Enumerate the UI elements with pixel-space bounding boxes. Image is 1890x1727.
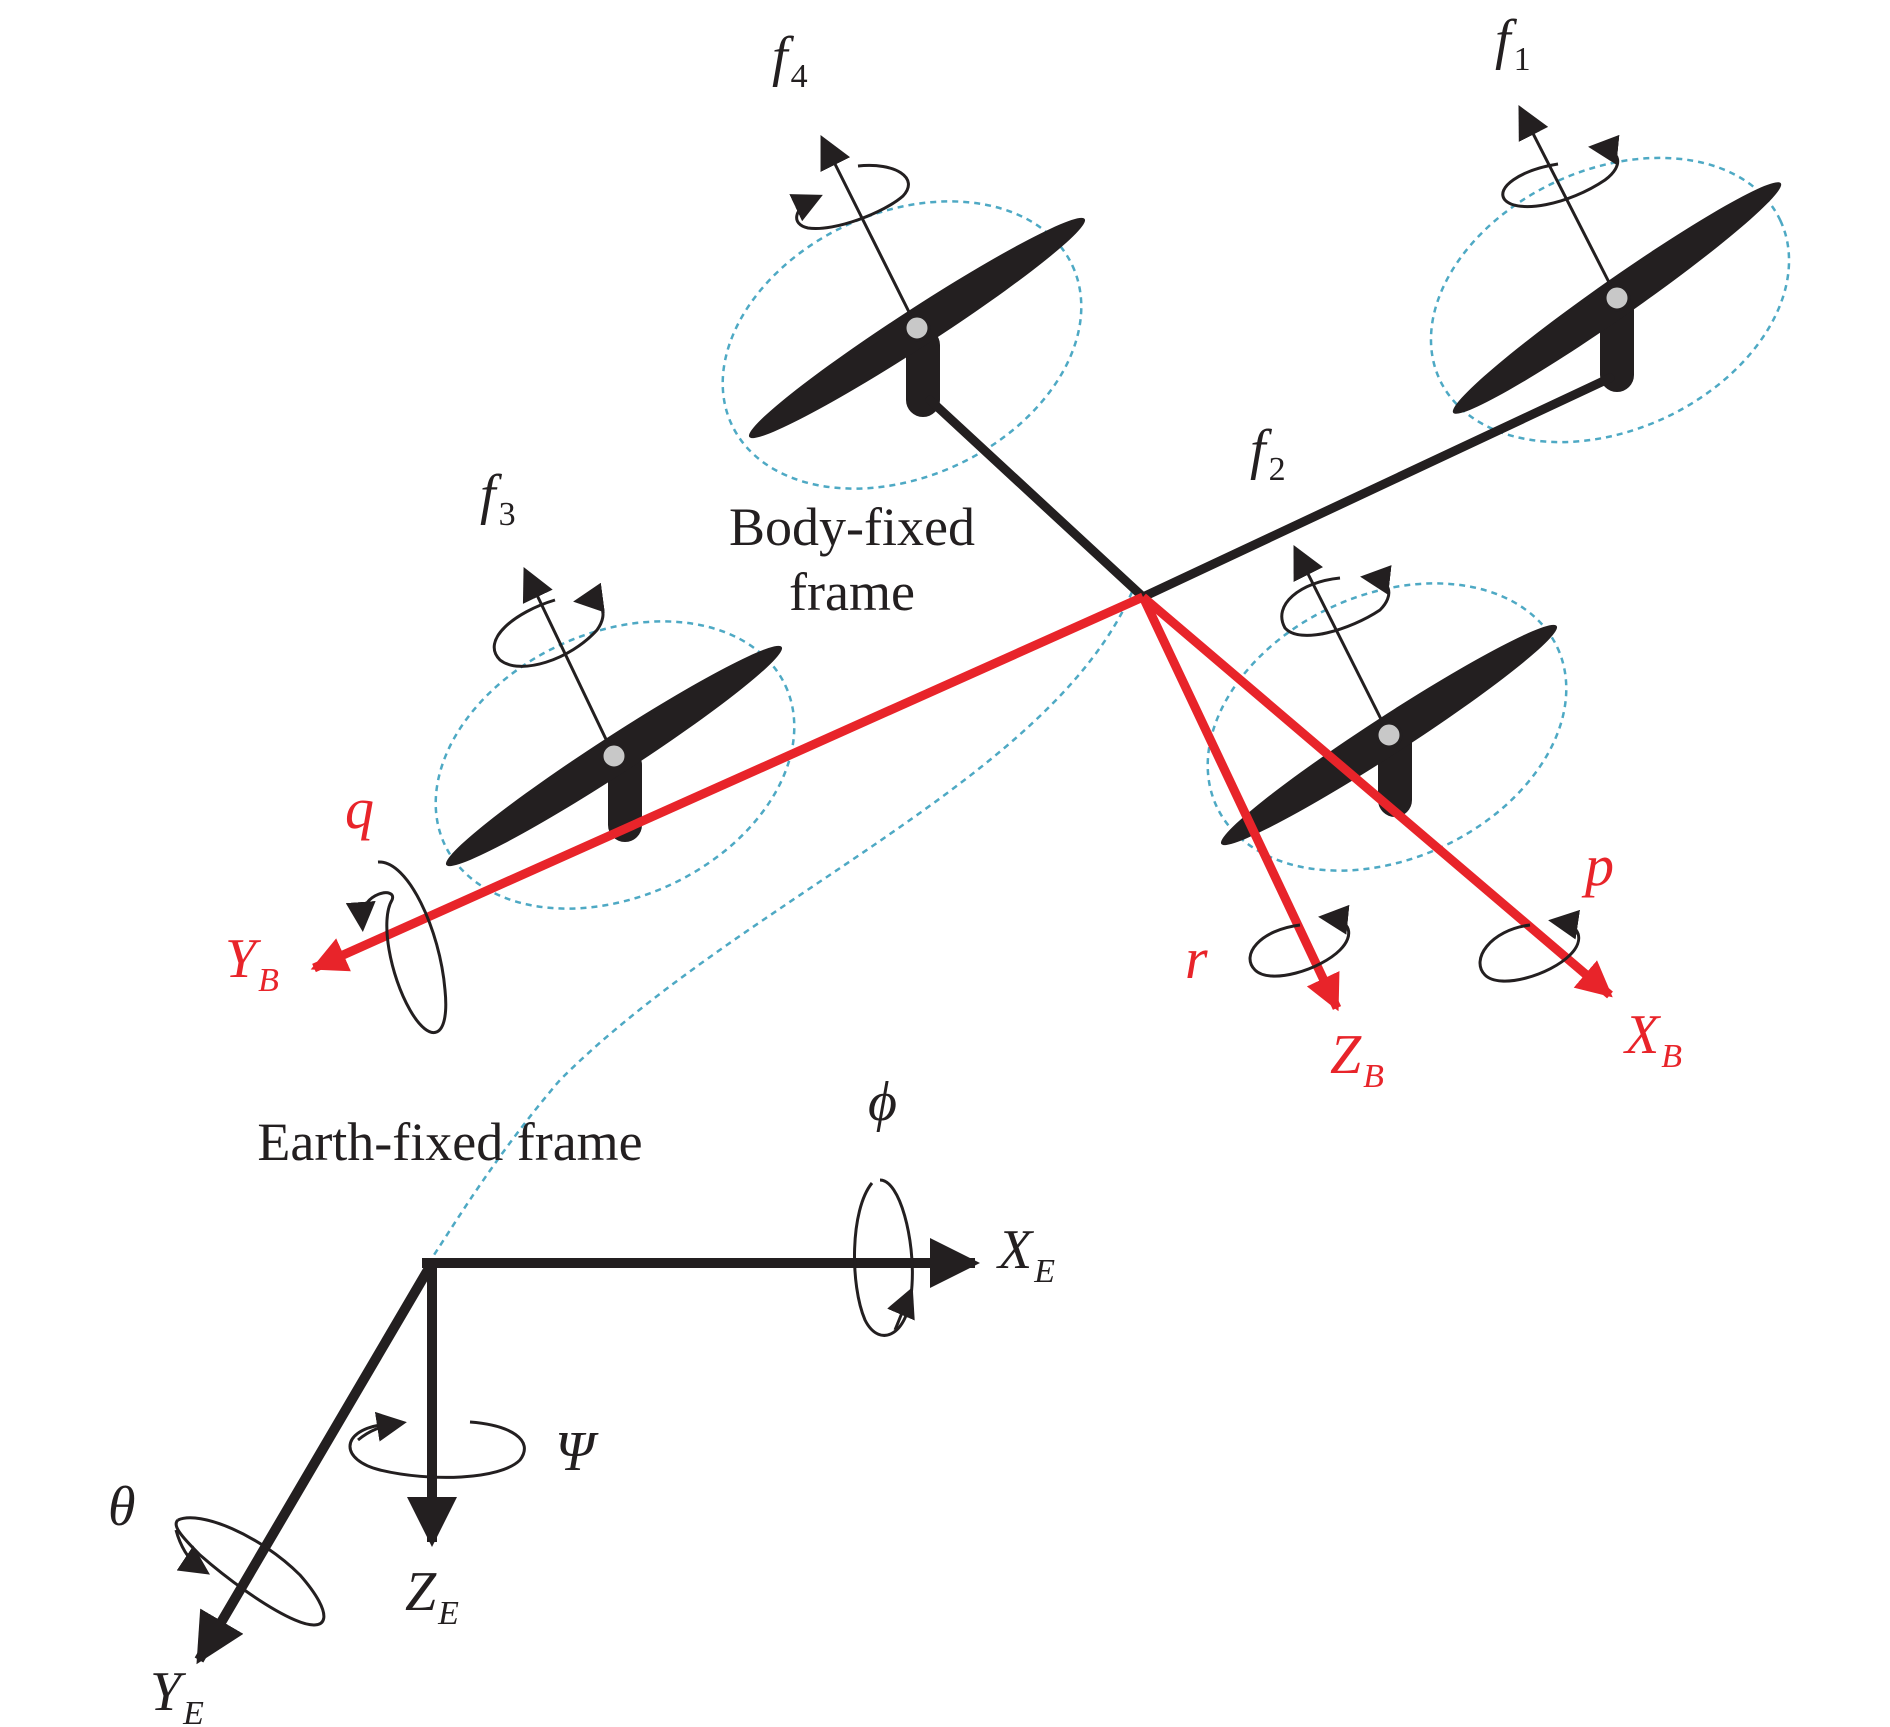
rotor-f3-thrust-arrow (522, 567, 616, 757)
rotor-label-f4: f4 (772, 26, 808, 95)
body-axis-zb (1138, 595, 1342, 1012)
rotor-f3-disk (434, 620, 796, 910)
p-rotation-icon (1478, 909, 1581, 983)
rotor-f3-spin-icon (492, 582, 605, 668)
r-rotation-icon (1248, 904, 1351, 978)
angle-label-psi: Ψ (555, 1421, 599, 1483)
earth-axis-ye (194, 1260, 437, 1665)
axis-label-xb: XB (1623, 1004, 1682, 1075)
axis-label-xe: XE (996, 1219, 1055, 1290)
frame-link-dashed (430, 591, 1134, 1259)
psi-rotation-arrow (357, 1411, 407, 1442)
rotor-f2-spin-icon (1280, 565, 1392, 637)
rotor-label-f2: f2 (1250, 419, 1286, 488)
body-axis-xb (1140, 593, 1613, 999)
rotor-f3-hub (600, 742, 628, 770)
axis-label-zb: ZB (1330, 1024, 1384, 1095)
rotor-f1-disk (1429, 156, 1791, 444)
body-frame-label-line2: frame (789, 562, 915, 622)
rotor-f1-hub (1603, 284, 1631, 312)
rate-label-q: q (345, 776, 374, 841)
q-rotation-icon (345, 860, 448, 1034)
phi-rotation-icon (853, 1178, 914, 1337)
rotor-f3 (434, 567, 796, 910)
angle-label-phi: ϕ (868, 1071, 897, 1133)
body-arm-f4 (925, 395, 1148, 602)
rotor-f1-spin-icon (1501, 134, 1620, 208)
axis-label-ye: YE (150, 1661, 204, 1727)
rotor-f4-thrust-arrow (820, 135, 919, 329)
body-frame-label-line1: Body-fixed (729, 497, 975, 557)
theta-rotation-arrow (174, 1529, 210, 1575)
body-axis-yb (310, 592, 1145, 973)
psi-rotation-icon (348, 1420, 526, 1479)
rate-label-r: r (1185, 926, 1208, 991)
rotor-label-f3: f3 (480, 464, 516, 533)
rotor-f1-thrust-arrow (1518, 105, 1619, 299)
rotor-f4 (721, 135, 1086, 490)
phi-rotation-arrow (887, 1286, 915, 1331)
rotor-f4-hub (903, 314, 931, 342)
earth-frame-label: Earth-fixed frame (257, 1112, 642, 1172)
angle-label-theta: θ (108, 1476, 136, 1538)
rotor-f2 (1206, 545, 1568, 872)
rotor-label-f1: f1 (1495, 9, 1531, 78)
rotor-f4-spin-icon (789, 163, 910, 231)
rotor-f2-thrust-arrow (1293, 545, 1391, 736)
axis-label-ze: ZE (405, 1561, 459, 1632)
rotor-f1 (1429, 105, 1791, 444)
axis-label-yb: YB (225, 928, 279, 999)
rotor-f4-disk (721, 200, 1083, 490)
rotor-f2-hub (1375, 721, 1403, 749)
body-arm-f1 (1138, 373, 1615, 602)
rate-label-p: p (1581, 833, 1614, 898)
